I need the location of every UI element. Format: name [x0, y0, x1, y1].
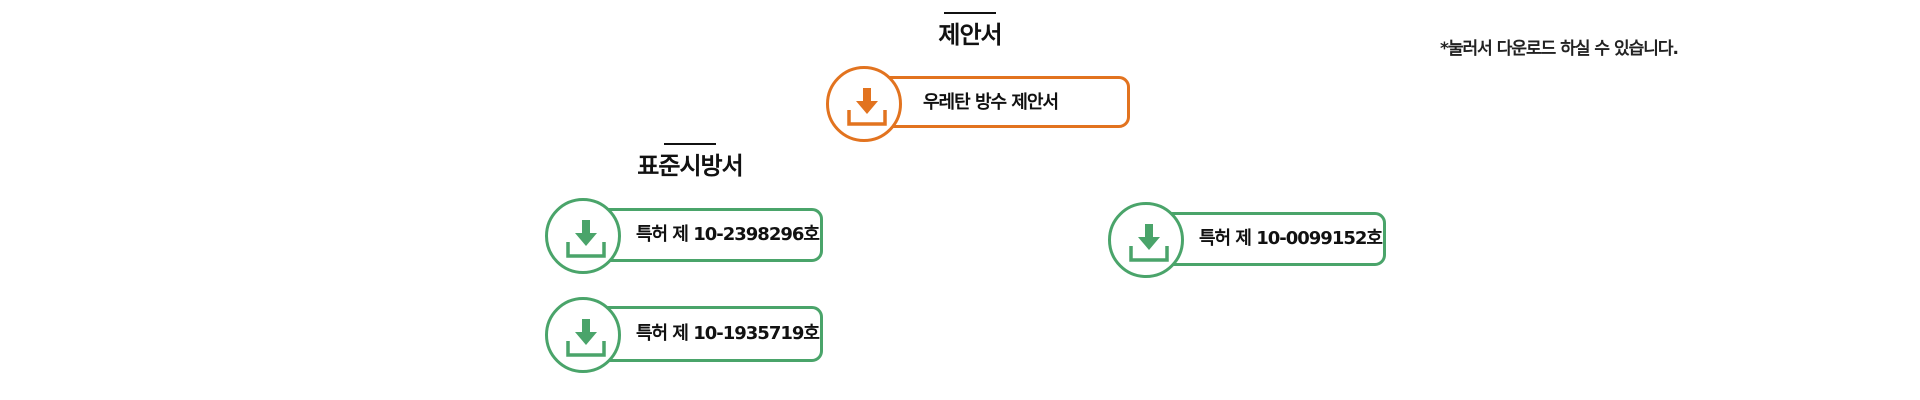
download-icon-circle[interactable]: [545, 297, 621, 373]
download-button-pill[interactable]: 우레탄 방수 제안서: [862, 76, 1130, 128]
download-button-pill[interactable]: 특허 제 10-1935719호: [581, 306, 823, 362]
download-button-label: 특허 제 10-2398296호: [636, 224, 820, 245]
download-icon-circle[interactable]: [826, 66, 902, 142]
title-accent-bar: [664, 143, 716, 145]
download-icon: [566, 220, 606, 258]
proposal-section-title: 제안서: [910, 12, 1030, 50]
download-button-pill[interactable]: 특허 제 10-0099152호: [1144, 212, 1386, 266]
title-accent-bar: [944, 12, 996, 14]
download-icon: [1129, 224, 1169, 262]
download-icon: [566, 319, 606, 357]
download-button-label: 특허 제 10-1935719호: [636, 323, 820, 344]
download-button-label: 특허 제 10-0099152호: [1199, 228, 1383, 249]
proposal-title-text: 제안서: [938, 21, 1002, 49]
standard-spec-title-text: 표준시방서: [637, 152, 743, 180]
download-hint-note: *눌러서 다운로드 하실 수 있습니다.: [1440, 39, 1679, 59]
standard-spec-section-title: 표준시방서: [630, 143, 750, 181]
download-button-pill[interactable]: 특허 제 10-2398296호: [581, 208, 823, 262]
download-button-label: 우레탄 방수 제안서: [923, 92, 1059, 113]
download-icon: [847, 88, 887, 126]
download-icon-circle[interactable]: [1108, 202, 1184, 278]
download-icon-circle[interactable]: [545, 198, 621, 274]
